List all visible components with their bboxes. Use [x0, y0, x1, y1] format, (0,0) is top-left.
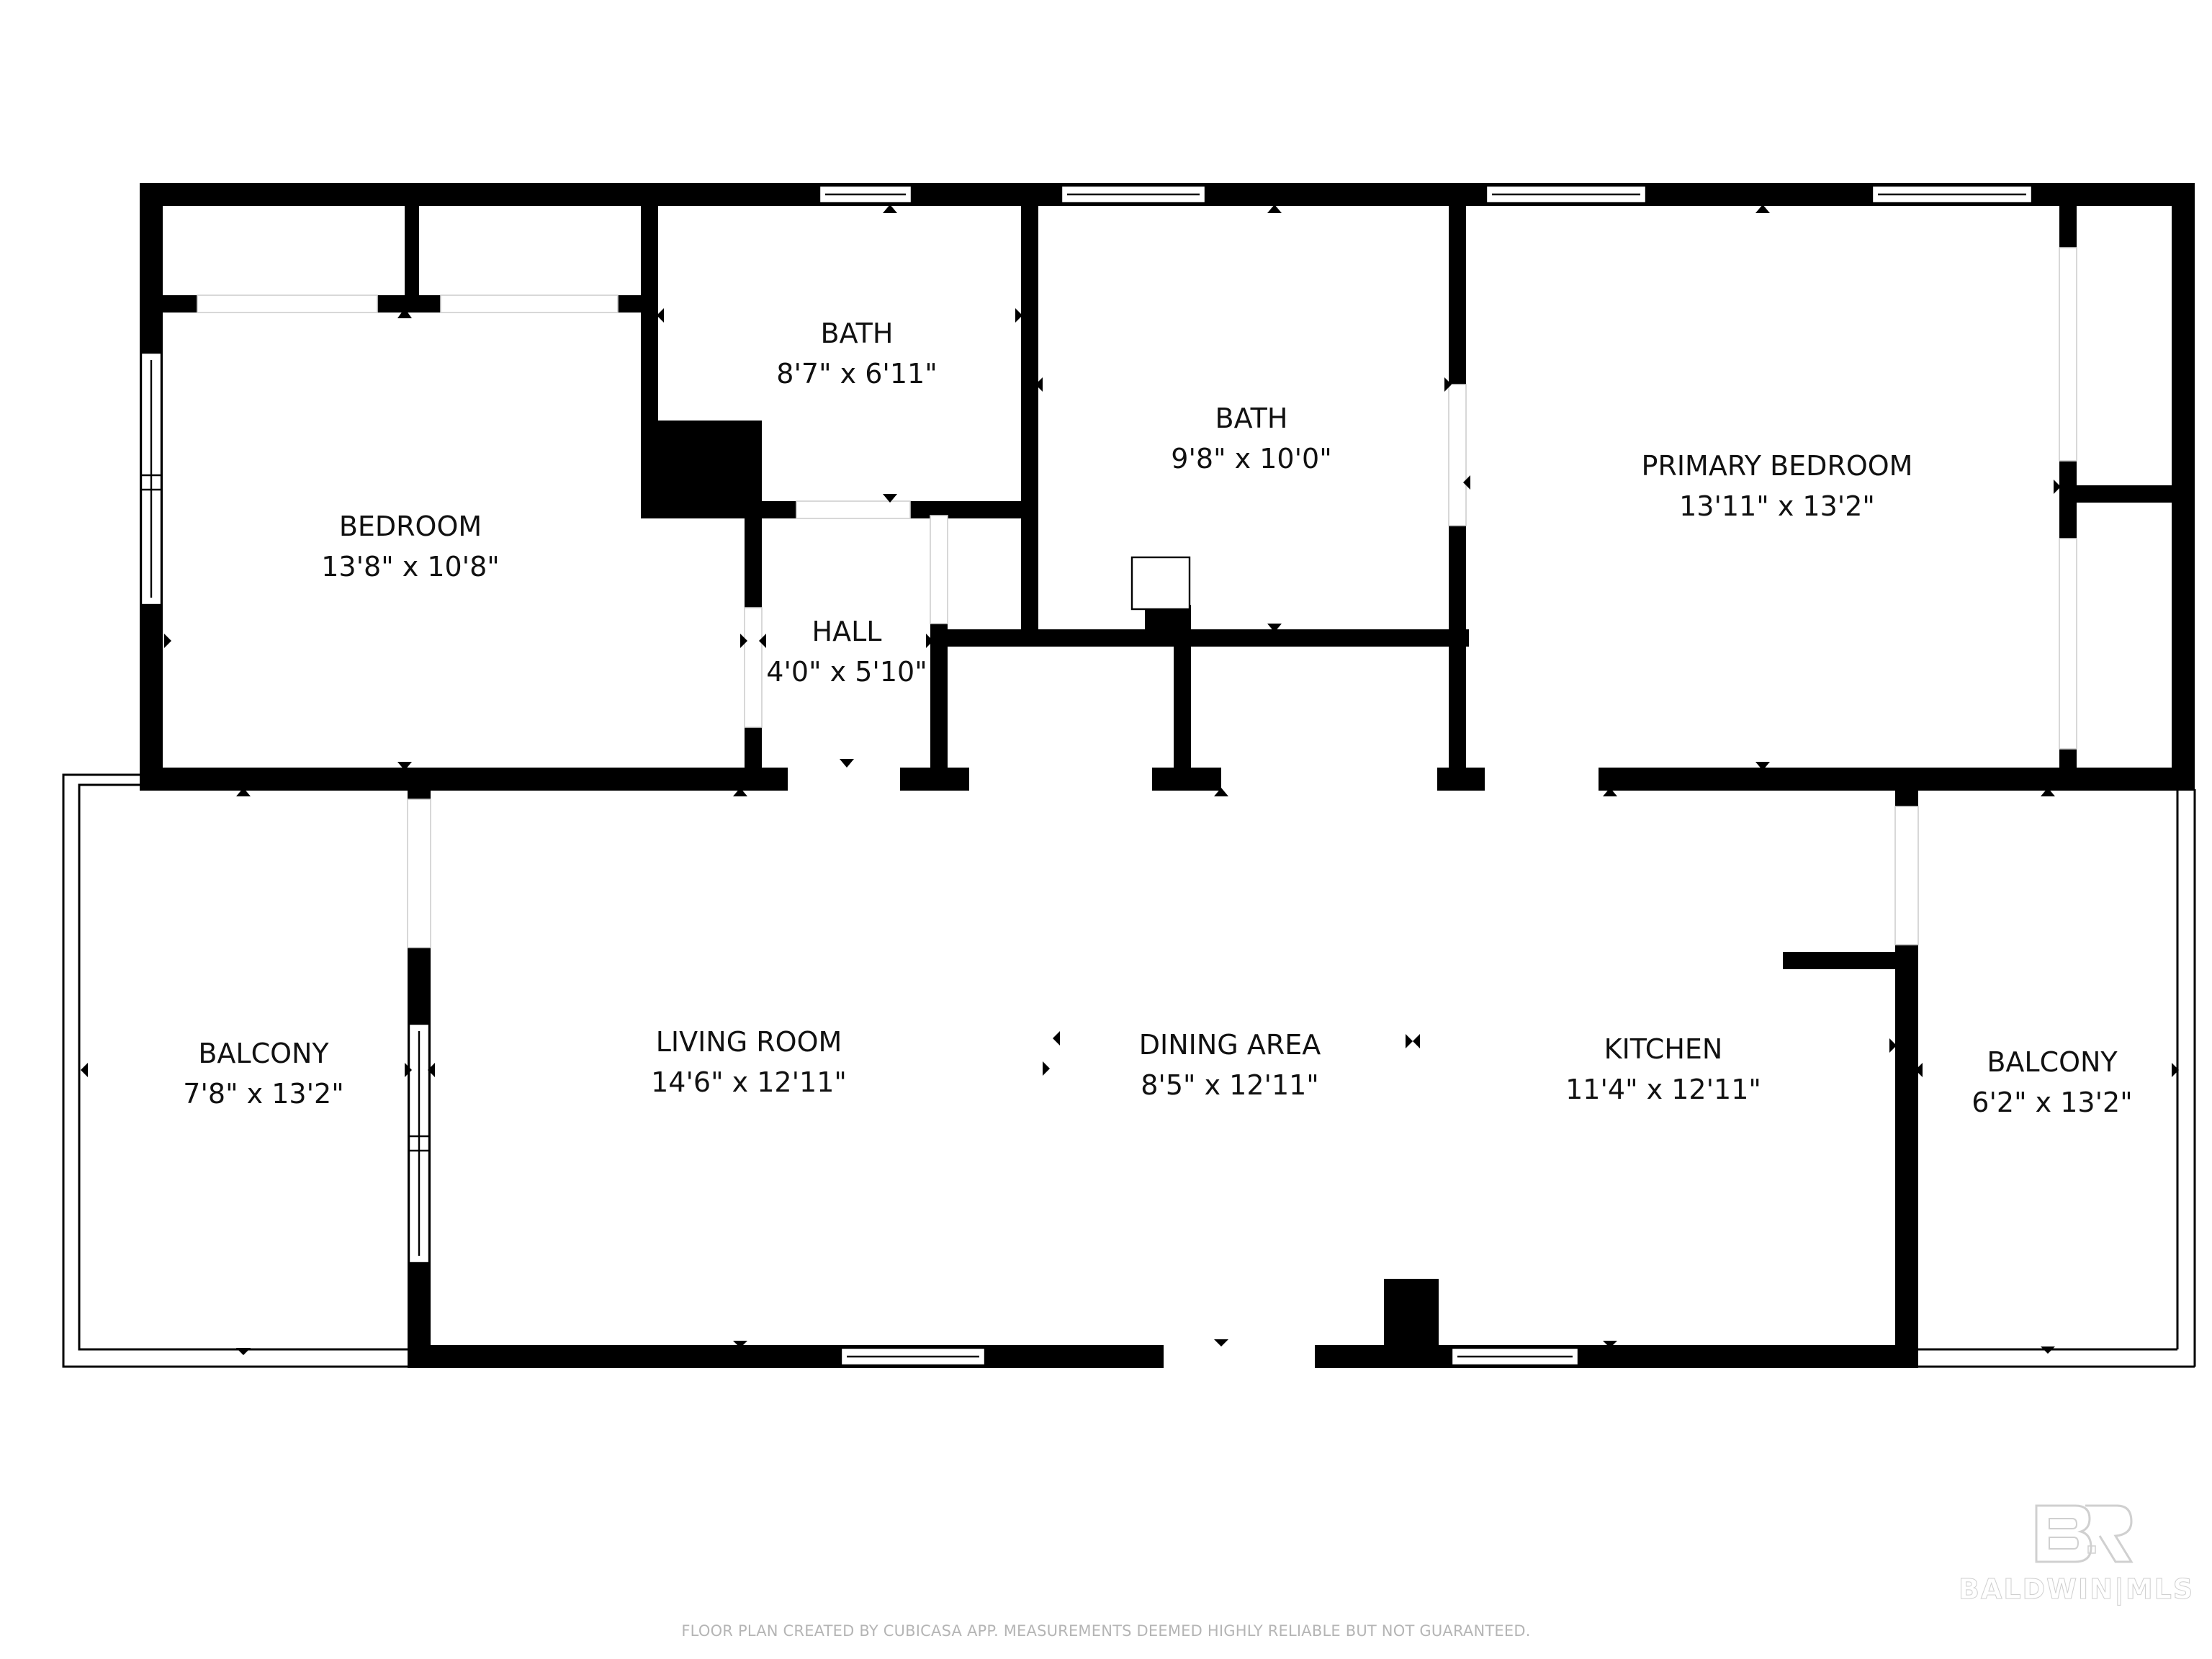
marker	[236, 1348, 251, 1355]
marker	[1889, 1038, 1897, 1053]
living-area-walls	[408, 768, 1918, 1368]
room-label-living-room: LIVING ROOM 14'6" x 12'11"	[651, 1026, 847, 1098]
room-name: BALCONY	[1987, 1046, 2118, 1078]
marker	[1035, 377, 1043, 392]
room-dimensions: 11'4" x 12'11"	[1565, 1074, 1761, 1105]
balcony-right-railing	[1915, 789, 2196, 1368]
marker	[428, 1063, 435, 1077]
marker	[1267, 204, 1282, 213]
room-label-kitchen: KITCHEN 11'4" x 12'11"	[1565, 1033, 1761, 1105]
room-dimensions: 7'8" x 13'2"	[183, 1078, 343, 1110]
balcony-left-railing	[62, 773, 421, 1368]
watermark-text: BALDWIN|MLS	[1959, 1573, 2195, 1606]
marker	[926, 634, 933, 648]
marker	[2041, 788, 2055, 796]
marker	[1406, 1034, 1413, 1048]
marker	[397, 308, 412, 318]
room-dimensions: 6'2" x 13'2"	[1972, 1087, 2132, 1118]
bath-fixture	[1130, 556, 1191, 611]
marker	[397, 762, 412, 770]
marker	[164, 634, 171, 648]
marker	[1755, 762, 1770, 770]
marker	[2041, 1346, 2055, 1354]
room-dimensions: 8'7" x 6'11"	[776, 358, 937, 390]
room-name: BATH	[821, 318, 894, 349]
marker	[1043, 1061, 1050, 1076]
room-name: BALCONY	[198, 1038, 329, 1069]
room-dimensions: 9'8" x 10'0"	[1171, 443, 1331, 475]
marker	[840, 759, 854, 768]
room-dimensions: 14'6" x 12'11"	[651, 1066, 847, 1098]
window	[140, 351, 163, 606]
window	[1485, 184, 1647, 204]
marker	[733, 1341, 747, 1348]
marker	[1444, 377, 1452, 392]
room-label-bath: BATH 8'7" x 6'11"	[776, 318, 937, 390]
room-label-dining-area: DINING AREA 8'5" x 12'11"	[1139, 1029, 1321, 1101]
room-dimensions: 4'0" x 5'10"	[766, 656, 927, 688]
marker	[883, 204, 897, 213]
room-name: DINING AREA	[1139, 1029, 1321, 1061]
room-label-bath: BATH 9'8" x 10'0"	[1171, 403, 1331, 475]
room-label-hall: HALL 4'0" x 5'10"	[766, 616, 927, 688]
marker	[1053, 1031, 1060, 1046]
room-label-primary-bedroom: PRIMARY BEDROOM 13'11" x 13'2"	[1642, 450, 1913, 522]
room-name: BEDROOM	[339, 511, 482, 542]
room-name: HALL	[812, 616, 882, 647]
marker	[2054, 480, 2061, 494]
marker	[883, 494, 897, 503]
br-monogram-icon	[2035, 1504, 2134, 1563]
marker	[740, 634, 747, 648]
watermark-logo: BALDWIN|MLS	[1959, 1501, 2195, 1638]
marker	[1413, 1034, 1420, 1048]
room-name: PRIMARY BEDROOM	[1642, 450, 1913, 482]
room-name: LIVING ROOM	[656, 1026, 842, 1058]
room-dimensions: 13'11" x 13'2"	[1679, 490, 1875, 522]
door-openings	[197, 247, 2077, 948]
room-dimensions: 13'8" x 10'8"	[321, 551, 500, 583]
window	[1450, 1346, 1580, 1367]
room-name: BATH	[1215, 403, 1288, 434]
window	[408, 1022, 431, 1264]
room-label-balcony: BALCONY 7'8" x 13'2"	[183, 1038, 343, 1110]
window	[818, 184, 913, 204]
marker	[2172, 1063, 2179, 1077]
room-dimensions: 8'5" x 12'11"	[1141, 1069, 1319, 1101]
windows	[140, 184, 2033, 1367]
interior-walls	[140, 202, 2175, 789]
marker	[1214, 1339, 1228, 1346]
marker	[1915, 1063, 1923, 1077]
marker	[1603, 788, 1617, 796]
room-name: KITCHEN	[1604, 1033, 1723, 1065]
marker	[1755, 204, 1770, 213]
marker	[1015, 308, 1022, 323]
marker	[657, 308, 664, 323]
marker	[1214, 788, 1228, 796]
exterior-walls	[140, 183, 2195, 791]
room-label-bedroom: BEDROOM 13'8" x 10'8"	[321, 511, 500, 583]
marker	[1603, 1341, 1617, 1348]
marker	[759, 634, 766, 648]
marker	[81, 1063, 88, 1077]
disclaimer-text: FLOOR PLAN CREATED BY CUBICASA APP. MEAS…	[681, 1622, 1531, 1640]
window	[1871, 184, 2033, 204]
marker	[1267, 624, 1282, 632]
measurement-markers	[81, 204, 2179, 1355]
window	[840, 1346, 986, 1367]
marker	[236, 788, 251, 796]
room-label-balcony: BALCONY 6'2" x 13'2"	[1972, 1046, 2132, 1118]
marker	[733, 788, 747, 796]
marker	[405, 1063, 412, 1077]
marker	[1463, 475, 1470, 490]
window	[1060, 184, 1207, 204]
